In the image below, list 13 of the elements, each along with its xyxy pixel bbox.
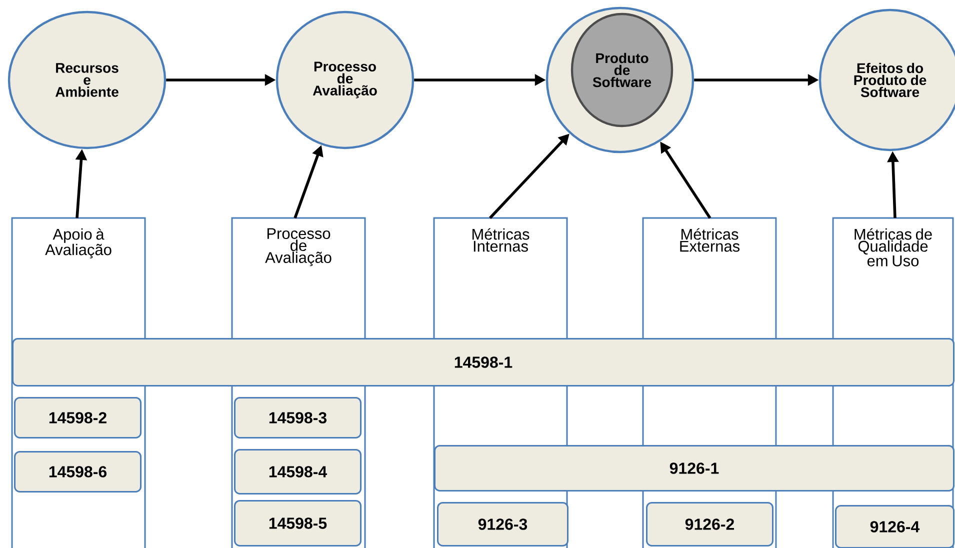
code-box: 14598-6: [14, 451, 142, 492]
circle-node: Efeitos do Produto de Software: [818, 8, 955, 152]
code-box: 9126-4: [835, 505, 954, 548]
code-box: 14598-2: [14, 397, 142, 438]
band-box: 9126-1: [434, 445, 954, 492]
code-box: 9126-2: [646, 502, 774, 546]
code-box: 14598-3: [234, 397, 362, 438]
code-box: 14598-4: [234, 449, 362, 494]
band-box: 14598-1: [12, 338, 954, 386]
circle-node: Processo de Avaliação: [276, 10, 414, 150]
code-box: 9126-3: [437, 502, 568, 546]
circle-node: Recursos e Ambiente: [8, 10, 166, 150]
code-box: 14598-5: [234, 500, 362, 546]
